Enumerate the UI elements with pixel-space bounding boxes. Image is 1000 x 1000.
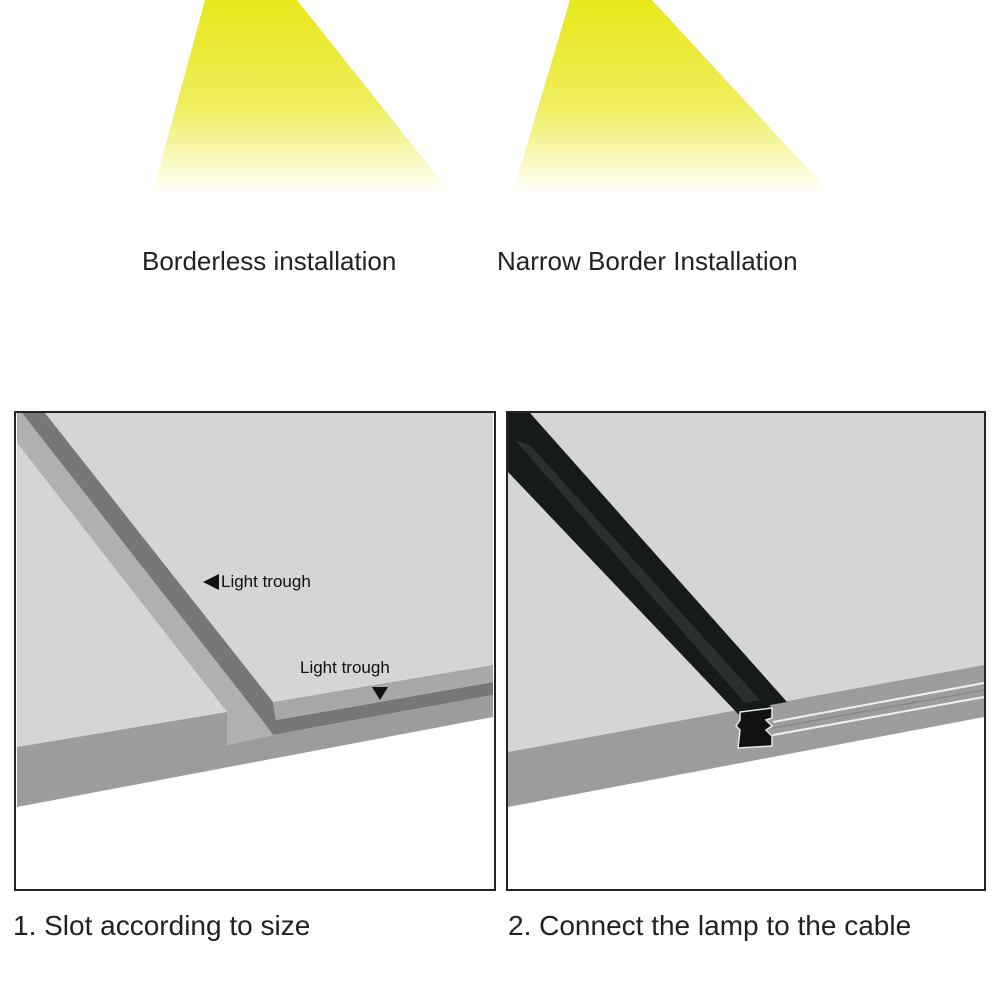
light-trough-label-vertical: Light trough bbox=[221, 572, 311, 591]
light-beam-narrow-border bbox=[512, 0, 832, 195]
connect-diagram bbox=[506, 411, 986, 891]
profile-end bbox=[735, 707, 774, 749]
trough-dark-band bbox=[22, 413, 493, 735]
trough-side bbox=[17, 413, 273, 745]
mode-label-narrow-border: Narrow Border Installation bbox=[497, 246, 798, 276]
step-1-caption: 1. Slot according to size bbox=[13, 910, 311, 941]
light-beam-borderless bbox=[152, 0, 452, 195]
step-2-caption: 2. Connect the lamp to the cable bbox=[508, 910, 912, 941]
arrow-left-icon bbox=[203, 574, 219, 590]
black-profile bbox=[508, 413, 787, 716]
arrow-down-icon bbox=[372, 687, 388, 700]
cable bbox=[772, 682, 985, 723]
front-face bbox=[17, 695, 493, 807]
upper-surface bbox=[45, 413, 493, 702]
lower-left-surface bbox=[17, 443, 227, 747]
light-trough-label-horizontal: Light trough bbox=[300, 658, 390, 677]
slot-diagram bbox=[14, 411, 496, 891]
mode-label-borderless: Borderless installation bbox=[142, 246, 397, 276]
